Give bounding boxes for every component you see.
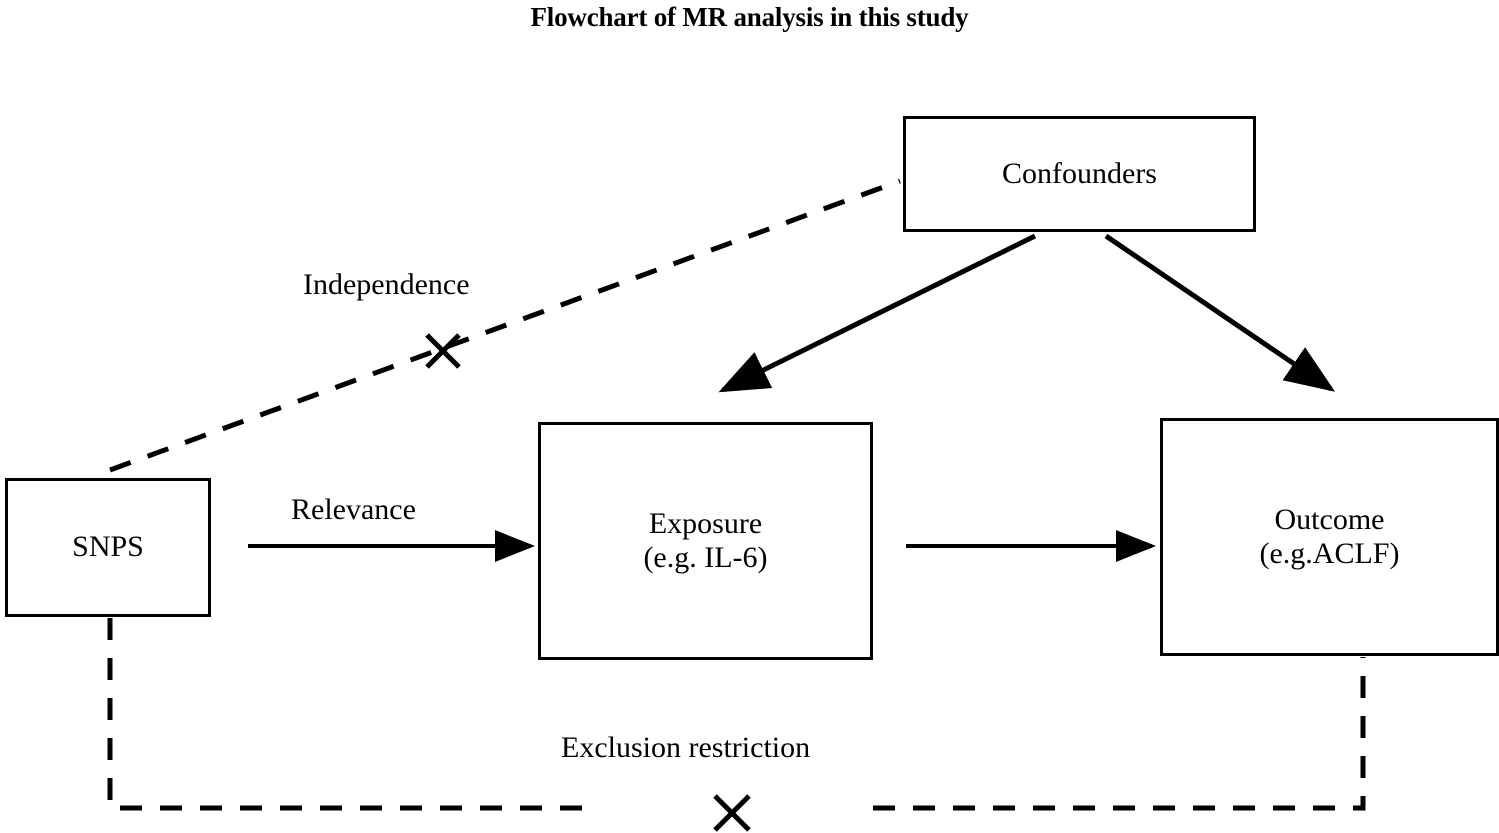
node-snps-label: SNPS bbox=[72, 530, 144, 564]
edge-label-relevance: Relevance bbox=[291, 493, 416, 526]
node-outcome-sublabel: (e.g.ACLF) bbox=[1259, 537, 1400, 570]
node-outcome-label: Outcome bbox=[1274, 502, 1385, 536]
edge-snps-confounders bbox=[109, 178, 901, 473]
node-exposure-label: Exposure bbox=[648, 506, 763, 540]
node-snps[interactable]: SNPS bbox=[5, 478, 211, 617]
x-mark-independence-icon bbox=[425, 333, 461, 369]
edge-snps-outcome-left bbox=[107, 618, 600, 811]
node-outcome[interactable]: Outcome (e.g.ACLF) bbox=[1160, 418, 1499, 656]
x-mark-exclusion-icon bbox=[713, 794, 751, 832]
edge-snps-outcome-right bbox=[873, 657, 1366, 811]
node-exposure[interactable]: Exposure (e.g. IL-6) bbox=[538, 422, 873, 660]
node-confounders[interactable]: Confounders bbox=[903, 116, 1256, 232]
edge-label-independence: Independence bbox=[303, 268, 470, 301]
edge-confounders-exposure bbox=[718, 233, 1037, 393]
edge-confounders-outcome bbox=[1104, 233, 1336, 392]
node-confounders-label: Confounders bbox=[1002, 156, 1157, 190]
page-title: Flowchart of MR analysis in this study bbox=[530, 2, 969, 32]
edge-label-exclusion: Exclusion restriction bbox=[561, 731, 811, 764]
node-exposure-sublabel: (e.g. IL-6) bbox=[643, 541, 768, 574]
